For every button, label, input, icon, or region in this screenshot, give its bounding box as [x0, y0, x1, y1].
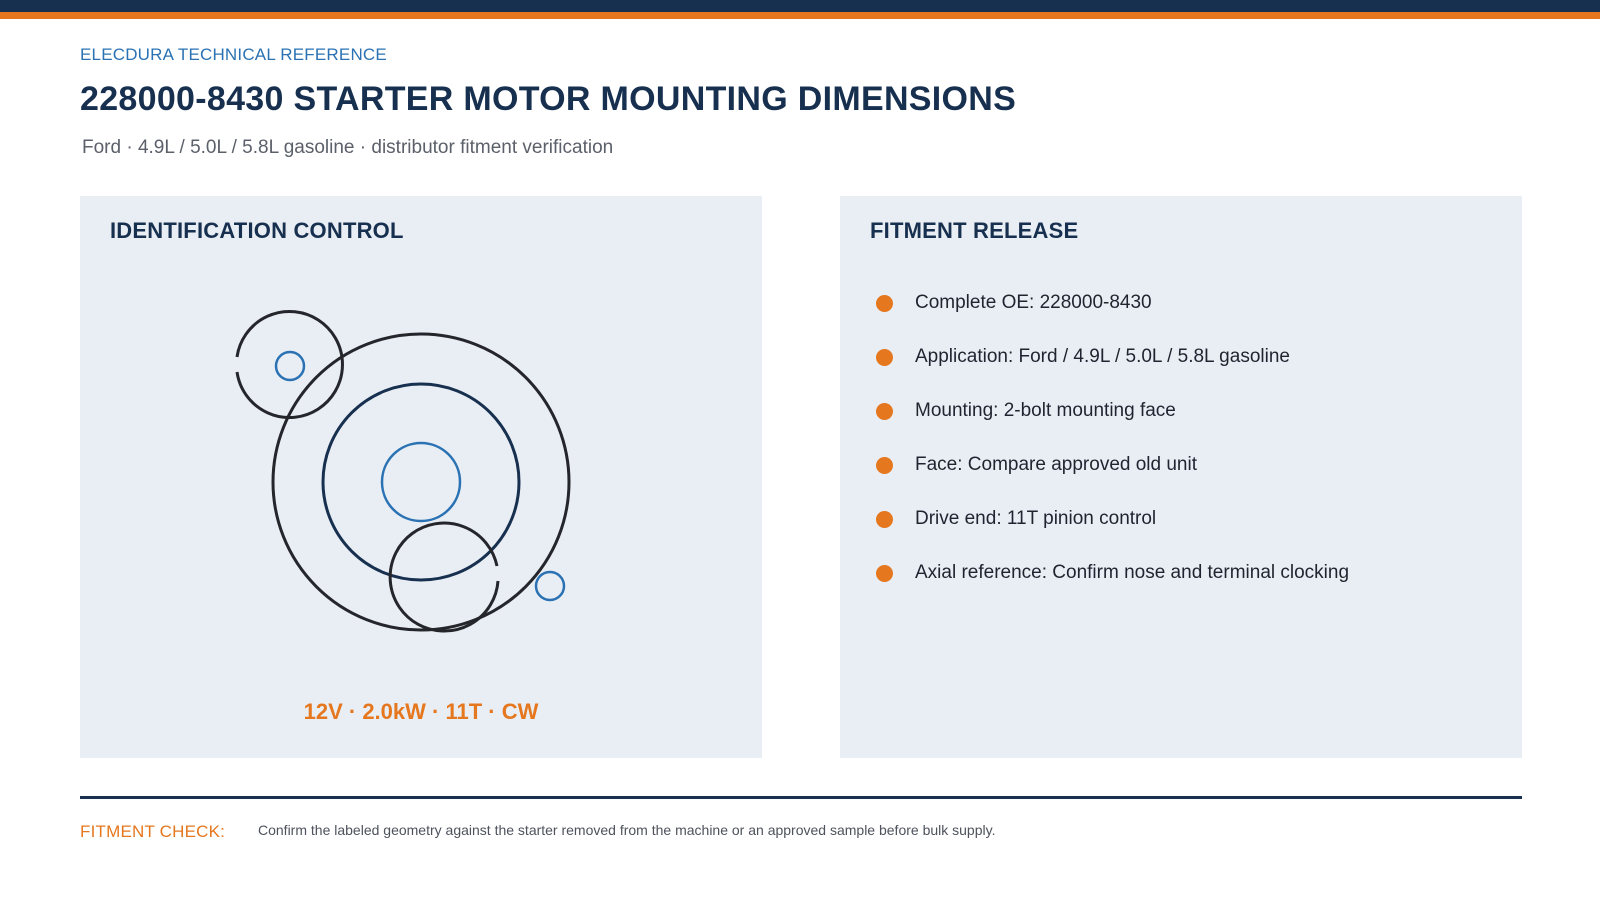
- identification-heading: IDENTIFICATION CONTROL: [110, 218, 404, 243]
- lower-bolt-hole: [534, 570, 566, 602]
- bullet-dot-icon: [876, 402, 893, 420]
- list-item-text: Application: Ford / 4.9L / 5.0L / 5.8L g…: [915, 346, 1290, 367]
- list-item: Mounting: 2-bolt mounting face: [870, 384, 1349, 438]
- list-item-text: Complete OE: 228000-8430: [915, 292, 1152, 313]
- bullet-dot-icon: [876, 456, 893, 474]
- bullet-dot-icon: [876, 564, 893, 582]
- mounting-diagram: [235, 310, 571, 633]
- list-item-text: Drive end: 11T pinion control: [915, 508, 1157, 529]
- top-accent-bar: [0, 12, 1600, 19]
- bullet-dot-icon: [876, 510, 893, 528]
- top-bar: [0, 0, 1600, 12]
- shaft-circle: [380, 441, 462, 523]
- fitment-panel: FITMENT RELEASE Complete OE: 228000-8430…: [840, 196, 1522, 758]
- kicker: ELECDURA TECHNICAL REFERENCE: [80, 45, 387, 64]
- fitment-list: Complete OE: 228000-8430 Application: Fo…: [870, 276, 1349, 600]
- rating-label: 12V · 2.0kW · 11T · CW: [303, 699, 539, 724]
- upper-bolt-hole: [274, 350, 306, 382]
- list-item: Application: Ford / 4.9L / 5.0L / 5.8L g…: [870, 330, 1349, 384]
- list-item: Complete OE: 228000-8430: [870, 276, 1349, 330]
- list-item: Face: Compare approved old unit: [870, 438, 1349, 492]
- list-item-text: Mounting: 2-bolt mounting face: [915, 400, 1176, 421]
- list-item-text: Axial reference: Confirm nose and termin…: [915, 562, 1350, 583]
- list-item: Drive end: 11T pinion control: [870, 492, 1349, 546]
- fitment-heading: FITMENT RELEASE: [870, 218, 1079, 243]
- list-item: Axial reference: Confirm nose and termin…: [870, 546, 1349, 600]
- identification-panel: IDENTIFICATION CONTROL 12V · 2.0kW · 11T…: [80, 196, 762, 758]
- housing-outer-circle: [271, 332, 571, 632]
- footer-label: FITMENT CHECK:: [80, 822, 226, 841]
- bullet-dot-icon: [876, 294, 893, 312]
- page-title: 228000-8430 STARTER MOTOR MOUNTING DIMEN…: [80, 80, 1017, 118]
- page-subtitle: Ford · 4.9L / 5.0L / 5.8L gasoline · dis…: [82, 137, 614, 158]
- bullet-dot-icon: [876, 348, 893, 366]
- housing-inner-circle: [321, 382, 521, 582]
- list-item-text: Face: Compare approved old unit: [915, 454, 1197, 475]
- upper-mounting-ear: [235, 310, 344, 419]
- footer-note: Confirm the labeled geometry against the…: [258, 822, 996, 838]
- footer-divider: [80, 796, 1522, 799]
- lower-mounting-ear: [388, 521, 500, 633]
